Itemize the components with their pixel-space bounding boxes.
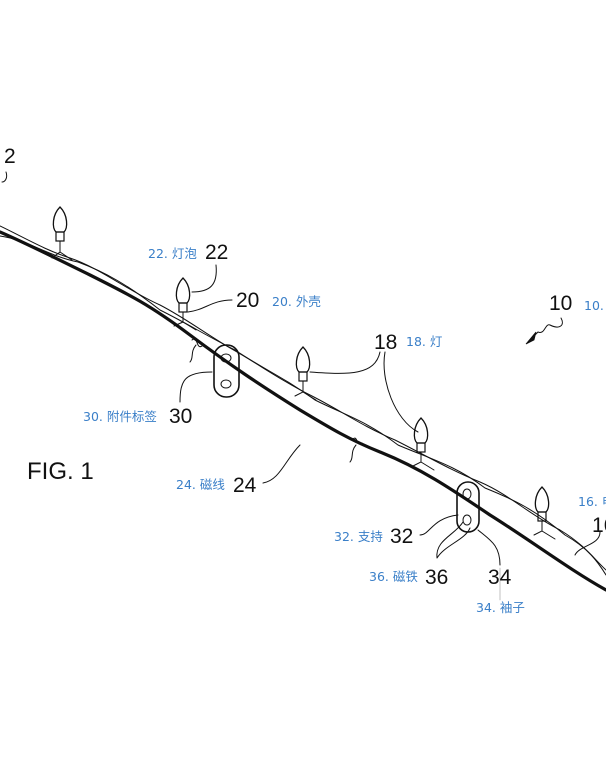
light-wire: [0, 225, 606, 571]
label-10: 10.: [584, 298, 604, 313]
light-wire: [0, 235, 606, 576]
ref-30: 30: [169, 405, 193, 428]
label-34: 34. 袖子: [476, 600, 525, 615]
ref-16: 16: [592, 514, 606, 537]
bulb-3: [294, 346, 317, 401]
label-32: 32. 支持: [334, 529, 383, 544]
bulb-5: [533, 486, 556, 540]
bulb-4: [412, 417, 435, 471]
label-30: 30. 附件标签: [83, 409, 157, 424]
ref-2: 2: [4, 145, 16, 168]
ref-34: 34: [488, 566, 512, 589]
label-22: 22. 灯泡: [148, 246, 197, 261]
ref-10: 10: [549, 292, 573, 315]
bulb-1: [51, 206, 73, 261]
label-24: 24. 磁线: [176, 477, 225, 492]
ref-36: 36: [425, 566, 449, 589]
main-cable: [0, 230, 606, 592]
ref-18: 18: [374, 331, 398, 354]
ref-22: 22: [205, 241, 229, 264]
ref-24: 24: [233, 474, 257, 497]
label-16: 16. 电: [578, 494, 606, 509]
bulb-2: [173, 277, 197, 331]
attachment-tag-30: [213, 344, 240, 398]
ref-20: 20: [236, 289, 260, 312]
label-36: 36. 磁铁: [369, 569, 418, 584]
label-20: 20. 外壳: [272, 294, 321, 309]
ref-32: 32: [390, 525, 414, 548]
figure-title: FIG. 1: [27, 458, 94, 485]
label-18: 18. 灯: [406, 334, 443, 349]
